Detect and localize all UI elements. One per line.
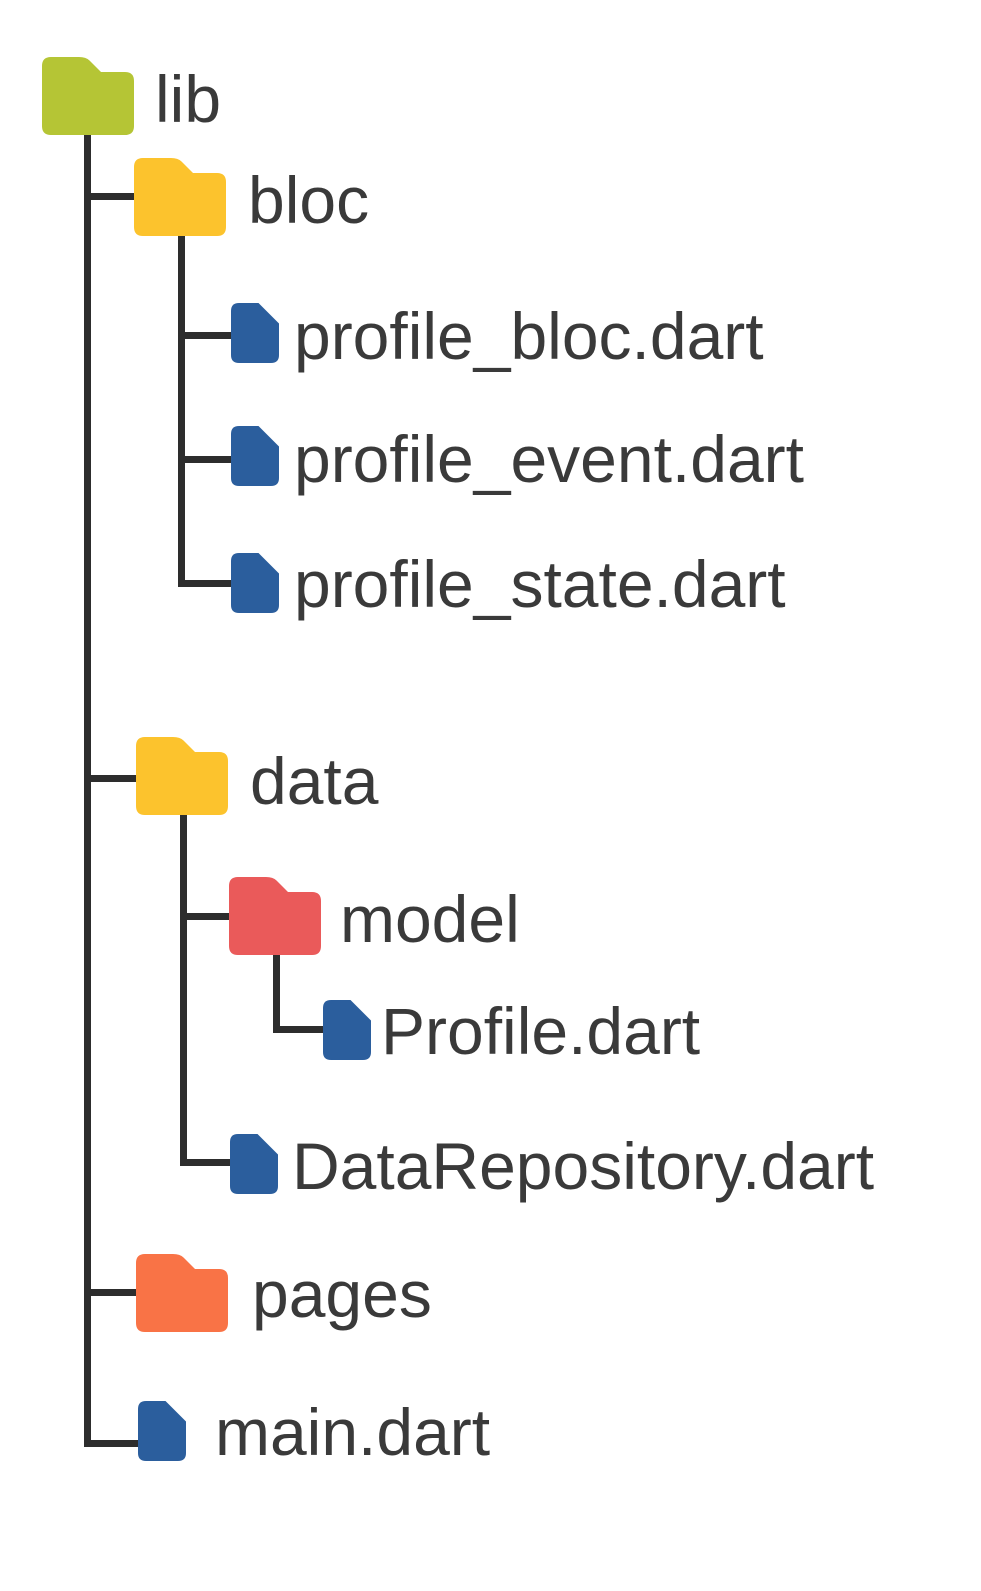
connector-branch-bloc (84, 193, 135, 200)
model-folder-icon (229, 877, 321, 955)
connector-branch-model (180, 913, 230, 920)
bloc-folder-icon (134, 158, 226, 236)
tree-node-main-label: main.dart (215, 1395, 491, 1469)
main-file-icon (138, 1401, 186, 1461)
tree-node-bloc-label: bloc (248, 163, 370, 237)
pages-folder-icon (136, 1254, 228, 1332)
tree-node-pages-label: pages (252, 1257, 432, 1331)
tree-node-profile-event-label: profile_event.dart (294, 422, 804, 496)
connector-branch-data (84, 775, 137, 782)
lib-folder-icon (42, 57, 134, 135)
profile-state-file-icon (231, 553, 279, 613)
connector-branch-data-repository (180, 1159, 231, 1166)
connector-branch-profile-bloc (178, 332, 232, 339)
connector-trunk-model (273, 955, 280, 1033)
tree-node-profile-state-label: profile_state.dart (294, 547, 786, 621)
tree-node-model-label: model (340, 882, 520, 956)
connector-trunk-lib (84, 131, 91, 1447)
profile-bloc-file-icon (231, 303, 279, 363)
connector-branch-pages (84, 1289, 137, 1296)
tree-node-profile-bloc-label: profile_bloc.dart (294, 299, 764, 373)
connector-branch-profile-event (178, 456, 232, 463)
tree-node-profile-model-label: Profile.dart (381, 994, 701, 1068)
tree-node-lib-label: lib (155, 62, 222, 136)
connector-branch-profile-state (178, 580, 232, 587)
connector-trunk-data (180, 815, 187, 1166)
connector-branch-profile-model (273, 1026, 324, 1033)
tree-node-data-label: data (250, 744, 379, 818)
data-repository-file-icon (230, 1134, 278, 1194)
profile-model-file-icon (323, 1000, 371, 1060)
connector-branch-main (84, 1440, 139, 1447)
tree-node-data-repository-label: DataRepository.dart (292, 1129, 875, 1203)
profile-event-file-icon (231, 426, 279, 486)
data-folder-icon (136, 737, 228, 815)
connector-trunk-bloc (178, 236, 185, 587)
